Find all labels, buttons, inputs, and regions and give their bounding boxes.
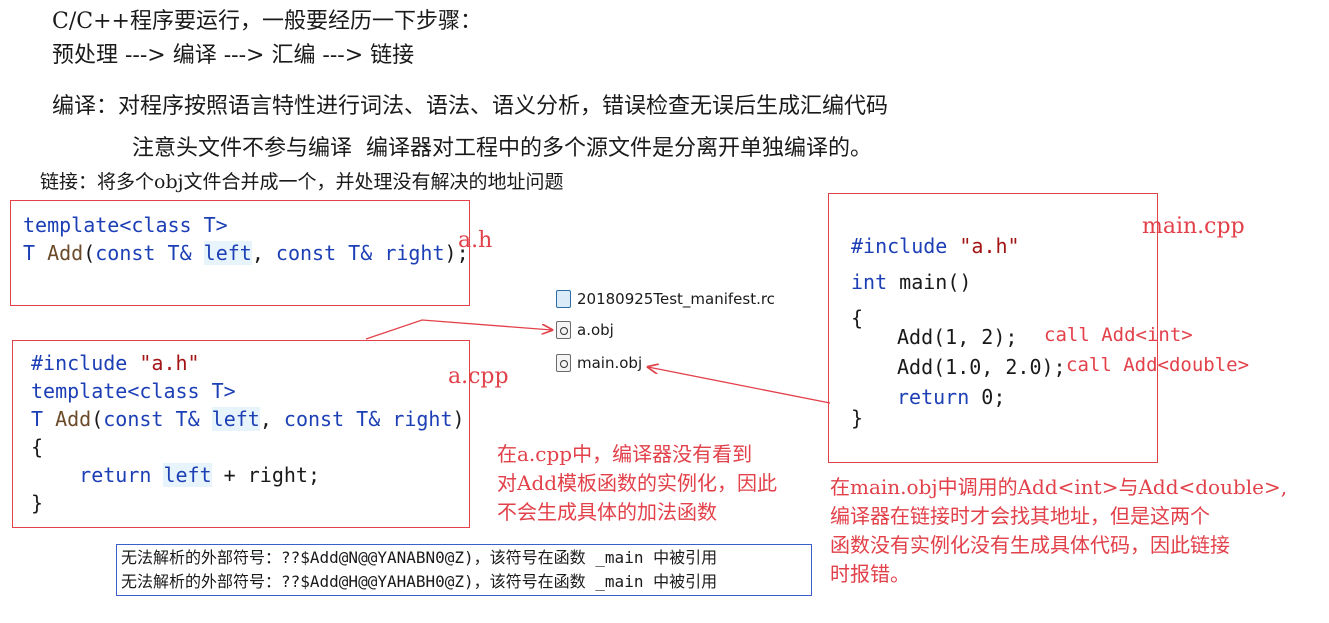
close-brace: } [31,491,44,515]
obj-file-icon [556,321,571,339]
paren-close: ); [444,241,469,265]
a-cpp-code-box: #include "a.h" template<class T> T Add(c… [12,340,470,528]
const-keyword: const [283,407,345,431]
param-type: T& [163,407,212,431]
comma: , [251,241,276,265]
call-int-note: call Add<int> [1044,324,1193,346]
a-cpp-code: #include "a.h" template<class T> T Add(c… [31,349,465,517]
annotation-line: 在main.obj中调用的Add<int>与Add<double>, [830,475,1288,499]
file-name: main.obj [577,354,643,372]
type-t: T [31,407,56,431]
intro-line-2: 预处理 ---> 编译 ---> 汇编 ---> 链接 [52,43,415,68]
file-name: a.obj [577,321,614,339]
linker-error-line: 无法解析的外部符号：??$Add@N@@YANABN0@Z)，该符号在函数 _m… [121,548,718,567]
return-expr: + right; [211,463,321,487]
rc-file-icon [556,290,571,308]
file-item-rc[interactable]: 20180925Test_manifest.rc [556,290,775,308]
compile-description: 编译：对程序按照语言特性进行词法、语法、语义分析，错误检查无误后生成汇编代码 [52,94,889,119]
annotation-line: 函数没有实例化没有生成具体代码，因此链接 [830,533,1230,557]
open-brace: { [31,435,44,459]
return-keyword: return [79,463,152,487]
include-path: "a.h" [127,351,200,375]
return-left: left [163,463,212,487]
file-item-main-obj[interactable]: main.obj [556,354,642,372]
a-cpp-annotation: 在a.cpp中，编译器没有看到 对Add模板函数的实例化，因此 不会生成具体的加… [497,440,777,527]
paren: ( [83,241,96,265]
link-description: 链接：将多个obj文件合并成一个，并处理没有解决的地址问题 [40,171,564,193]
fn-name: Add [55,407,92,431]
arrow-a-cpp-to-a-obj [365,319,552,340]
return-keyword: return [897,385,970,409]
linker-error-box: 无法解析的外部符号：??$Add@N@@YANABN0@Z)，该符号在函数 _m… [116,544,812,596]
paren-close: ) [452,407,465,431]
const-keyword: const [95,241,156,265]
a-h-code-box: template<class T> T Add(const T& left, c… [10,200,470,306]
type-t: T [23,241,48,265]
call-double-note: call Add<double> [1066,354,1250,376]
main-cpp-code: #include "a.h" int main() { [851,228,1020,336]
return-value: 0; [969,385,1006,409]
main-cpp-code-box: #include "a.h" int main() { Add(1, 2); A… [828,193,1158,463]
main-obj-annotation: 在main.obj中调用的Add<int>与Add<double>, 编译器在链… [830,473,1287,589]
param-type: T& [155,241,204,265]
const-keyword: const [103,407,164,431]
param-type: T& [344,407,393,431]
main-cpp-calls: Add(1, 2); Add(1.0, 2.0); return 0; [897,322,1066,412]
linker-error-line: 无法解析的外部符号：??$Add@H@@YAHABH0@Z)，该符号在函数 _m… [121,572,718,591]
annotation-line: 不会生成具体的加法函数 [497,500,717,524]
template-keyword: template [23,213,120,237]
arrow-main-cpp-to-main-obj [648,367,831,404]
call-add-double: Add(1.0, 2.0); [897,355,1066,379]
comma: , [259,407,284,431]
main-cpp-label: main.cpp [1142,214,1245,239]
paren: ( [91,407,104,431]
param-left: left [211,407,260,431]
template-keyword: template [31,379,128,403]
annotation-line: 对Add模板函数的实例化，因此 [497,471,778,495]
close-brace: } [851,406,864,430]
file-item-a-obj[interactable]: a.obj [556,321,614,339]
file-name: 20180925Test_manifest.rc [577,290,775,308]
annotation-line: 在a.cpp中，编译器没有看到 [497,442,753,466]
template-params: <class T> [119,213,228,237]
a-h-code: template<class T> T Add(const T& left, c… [23,211,469,267]
int-keyword: int [851,270,888,294]
a-h-label: a.h [458,228,493,253]
open-brace: { [851,306,864,330]
a-cpp-label: a.cpp [448,364,509,389]
const-keyword: const [275,241,337,265]
include-directive: #include [851,234,948,258]
param-right: right [384,241,445,265]
intro-line-1: C/C++程序要运行，一般要经历一下步骤： [52,9,482,34]
template-params: <class T> [127,379,236,403]
annotation-line: 时报错。 [830,562,910,586]
include-path: "a.h" [947,234,1020,258]
param-right: right [392,407,453,431]
param-type: T& [336,241,385,265]
main-signature: main() [887,270,972,294]
annotation-line: 编译器在链接时才会找其地址，但是这两个 [830,504,1210,528]
include-directive: #include [31,351,128,375]
obj-file-icon [556,354,571,372]
call-add-int: Add(1, 2); [897,325,1018,349]
param-left: left [203,241,252,265]
fn-name: Add [47,241,84,265]
compile-note: 注意头文件不参与编译 编译器对工程中的多个源文件是分离开单独编译的。 [132,136,872,161]
